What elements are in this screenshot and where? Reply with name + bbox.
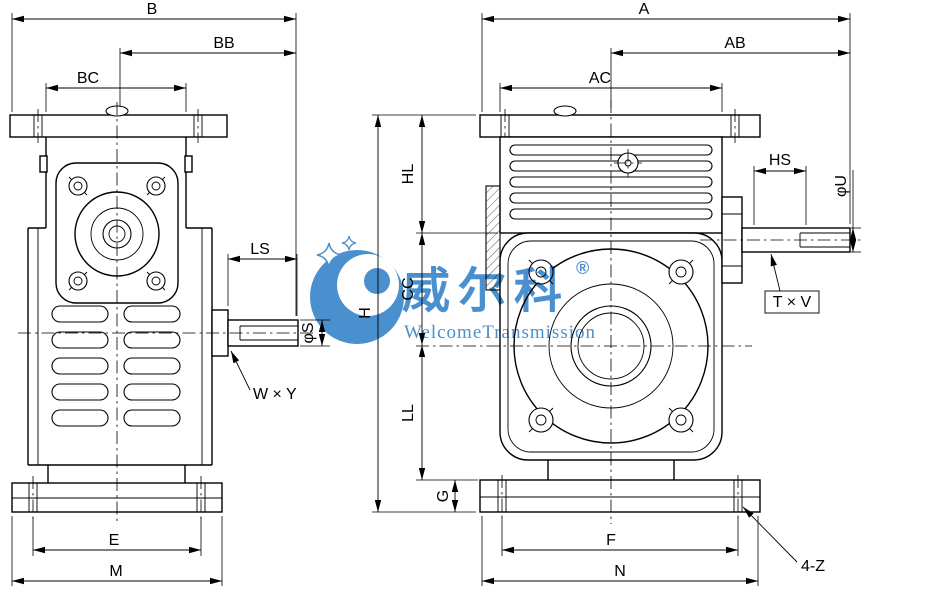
dim-label-HS: HS: [769, 152, 791, 169]
dim-label-AC: AC: [589, 70, 611, 87]
left-side-flange-strip: [485, 185, 501, 291]
watermark-brand-text: 威尔科: [402, 265, 570, 318]
right-view-dimensions: A AB AC HL CC H LL G HS φU T × V F N 4-Z: [357, 1, 861, 586]
left-view-dimensions: B BB BC LS φS W × Y E M: [11, 1, 330, 586]
dim-label-G: G: [435, 490, 452, 502]
right-base-flange: [479, 479, 761, 513]
left-face-bolts: [68, 176, 166, 291]
dim-label-E: E: [109, 532, 120, 549]
dim-label-TxV: T × V: [773, 294, 812, 311]
dim-label-A: A: [639, 1, 650, 18]
dim-label-F: F: [606, 532, 616, 549]
right-breather-plug: [553, 105, 577, 117]
dim-label-HL: HL: [400, 164, 417, 185]
right-corner-bolts: [528, 259, 694, 433]
watermark-logo-icon: [310, 235, 404, 344]
dim-label-LL: LL: [400, 404, 417, 422]
left-view: B BB BC LS φS W × Y E M: [9, 1, 330, 586]
dim-label-phi-U: φU: [833, 175, 850, 197]
right-top-flange: [479, 114, 761, 138]
right-view: A AB AC HL CC H LL G HS φU T × V F N 4-Z: [357, 1, 862, 586]
watermark: 威尔科 ® WelcomeTransmission: [310, 235, 596, 344]
dim-label-CC: CC: [400, 277, 417, 300]
dim-label-BC: BC: [77, 70, 99, 87]
dim-label-N: N: [614, 563, 626, 580]
left-cooling-fins: [51, 305, 181, 427]
right-view-body: [416, 100, 862, 524]
TxV-label-box: [764, 290, 820, 314]
watermark-subtitle-text: WelcomeTransmission: [404, 322, 596, 343]
registered-trademark-symbol: ®: [576, 258, 589, 278]
dim-label-LS: LS: [250, 241, 270, 258]
dim-label-AB: AB: [724, 35, 745, 52]
dim-label-WxY: W × Y: [253, 386, 297, 403]
dim-label-B: B: [147, 1, 158, 18]
dim-label-BB: BB: [213, 35, 234, 52]
dim-label-phi-S: φS: [300, 322, 317, 343]
dim-label-M: M: [109, 563, 122, 580]
dim-label-4Z: 4-Z: [801, 558, 825, 575]
left-view-body: [9, 102, 316, 524]
